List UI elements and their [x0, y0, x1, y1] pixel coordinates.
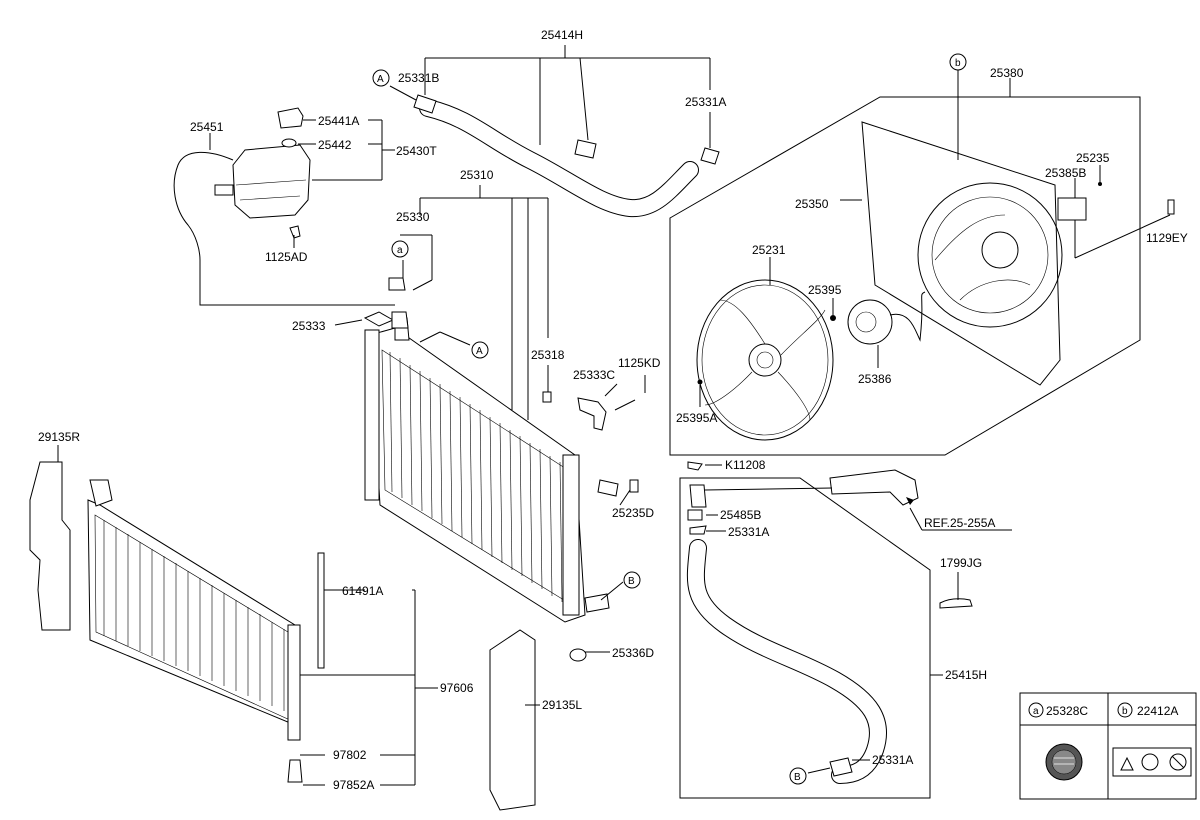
- label-25331A-top: 25331A: [685, 95, 726, 109]
- label-25386: 25386: [858, 372, 892, 386]
- label-97606: 97606: [440, 681, 474, 695]
- lower-hose-leaders: [704, 464, 1012, 774]
- condenser-leaders: [57, 445, 540, 786]
- fan-shroud-drawing: [861, 121, 1087, 386]
- fan-assy-leaders: [699, 70, 1171, 407]
- svg-text:b: b: [955, 58, 961, 69]
- legend-box: a 25328C b 22412A: [1019, 692, 1197, 800]
- upper-hose-drawing: [413, 94, 720, 218]
- svg-text:b: b: [1122, 706, 1128, 717]
- legend-a-cap-image: [1045, 743, 1083, 781]
- legend-b-part: 22412A: [1137, 704, 1178, 718]
- label-25430T: 25430T: [396, 144, 437, 158]
- reservoir-hose: [173, 151, 395, 306]
- label-25331B: 25331B: [398, 71, 439, 85]
- label-25414H: 25414H: [541, 28, 583, 42]
- label-29135L: 29135L: [542, 698, 582, 712]
- label-25318: 25318: [531, 348, 565, 362]
- callout-A-mid: A: [471, 341, 489, 359]
- svg-text:A: A: [476, 346, 483, 357]
- side-seal-drawing: [29, 461, 536, 811]
- label-25380: 25380: [990, 66, 1024, 80]
- fan-small-parts: [697, 182, 1175, 385]
- label-25235-top: 25235: [1076, 151, 1110, 165]
- callout-B-right: B: [623, 571, 641, 589]
- legend-b-marker: b: [1117, 702, 1133, 718]
- svg-text:a: a: [1033, 706, 1039, 717]
- label-97802: 97802: [333, 748, 367, 762]
- label-1125KD: 1125KD: [618, 356, 661, 370]
- label-25333: 25333: [292, 319, 326, 333]
- svg-text:B: B: [794, 772, 801, 783]
- svg-text:A: A: [377, 74, 384, 85]
- label-ref-25-255A: REF.25-255A: [924, 516, 995, 530]
- label-25415H: 25415H: [945, 668, 987, 682]
- label-25310: 25310: [460, 168, 494, 182]
- label-29135R: 29135R: [38, 430, 80, 444]
- legend-a-marker: a: [1028, 702, 1044, 718]
- svg-text:B: B: [628, 576, 635, 587]
- legend-a-part: 25328C: [1046, 704, 1088, 718]
- label-25336D: 25336D: [612, 646, 654, 660]
- label-25235D: 25235D: [612, 506, 654, 520]
- radiator-fins: [389, 351, 563, 603]
- radiator-leaders: [334, 185, 646, 653]
- callout-a-mid: a: [391, 240, 409, 258]
- label-1129EY: 1129EY: [1146, 231, 1188, 245]
- condenser-fins: [103, 520, 285, 711]
- radiator-small-parts: [363, 277, 639, 662]
- reservoir-leaders: [209, 119, 395, 248]
- label-25330: 25330: [396, 210, 430, 224]
- label-25451: 25451: [190, 120, 224, 134]
- label-25333C: 25333C: [573, 368, 615, 382]
- label-1799JG: 1799JG: [940, 556, 982, 570]
- label-61491A: 61491A: [342, 584, 383, 598]
- reservoir-drawing: [214, 107, 311, 239]
- radiator-drawing: [364, 317, 619, 623]
- legend-b-warning-label-image: [1112, 747, 1192, 777]
- ref-arrow: [906, 497, 914, 505]
- label-K11208: K11208: [725, 458, 766, 472]
- fan-blade-drawing: [696, 279, 834, 441]
- label-1125AD: 1125AD: [265, 250, 308, 264]
- label-25331A-bot: 25331A: [872, 753, 913, 767]
- label-25442: 25442: [318, 138, 352, 152]
- label-25395: 25395: [808, 283, 842, 297]
- svg-text:a: a: [397, 245, 403, 256]
- label-25350: 25350: [795, 197, 829, 211]
- lower-hose-drawing: [686, 461, 973, 784]
- fan-motor-drawing: [847, 291, 926, 345]
- callout-b-top: b: [949, 53, 967, 71]
- upper-hose-leaders: [389, 45, 711, 148]
- callout-B-bot: B: [789, 767, 807, 785]
- callout-A-top: A: [372, 69, 390, 87]
- label-25231: 25231: [752, 243, 786, 257]
- lower-hose-box: [679, 477, 931, 799]
- label-97852A: 97852A: [333, 778, 374, 792]
- label-25331A-mid: 25331A: [728, 525, 769, 539]
- label-25485B: 25485B: [720, 508, 761, 522]
- condenser-drawing: [87, 479, 303, 783]
- label-25385B: 25385B: [1045, 166, 1086, 180]
- label-25395A: 25395A: [676, 411, 717, 425]
- label-25441A: 25441A: [318, 114, 359, 128]
- fan-assy-box: [669, 96, 1141, 456]
